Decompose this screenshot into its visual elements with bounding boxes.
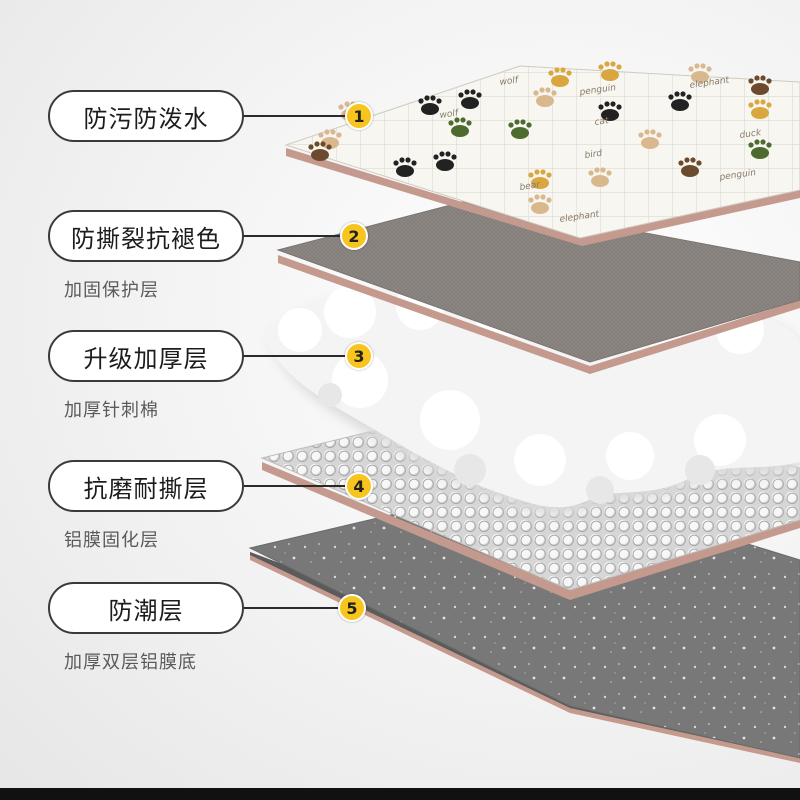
- layer-2-number-badge: 2: [340, 222, 368, 250]
- print-word: wolf: [499, 75, 521, 88]
- print-word: cat: [594, 116, 610, 128]
- paw-print: [598, 101, 622, 121]
- layer-4-leader-line: [244, 485, 345, 487]
- layer-2-subtitle: 加固保护层: [64, 280, 159, 301]
- layer-1-number-badge: 1: [345, 102, 373, 130]
- paw-print: [508, 119, 532, 139]
- layer-3-title: 升级加厚层: [83, 344, 209, 373]
- layer-4-title: 抗磨耐撕层: [83, 474, 209, 503]
- paw-print: [318, 129, 342, 149]
- print-word: bear: [519, 180, 542, 193]
- paw-print: [748, 99, 772, 119]
- paw-print: [308, 141, 332, 161]
- layer-5-leader-line: [244, 607, 338, 609]
- paw-print: [548, 67, 572, 87]
- layer-1-leader-line: [244, 115, 345, 117]
- layer-3-subtitle: 加厚针刺棉: [64, 400, 159, 421]
- layer-4-number-badge: 4: [345, 472, 373, 500]
- layer-5-title: 防潮层: [108, 596, 184, 625]
- layer-5-number-badge: 5: [338, 594, 366, 622]
- print-word: wolf: [439, 108, 461, 121]
- paw-print: [638, 129, 662, 149]
- layer-5-title-pill: 防潮层: [48, 582, 244, 634]
- layer-2-leader-line: [244, 235, 340, 237]
- paw-print: [458, 89, 482, 109]
- paw-print: [748, 75, 772, 95]
- layer-3-title-pill: 升级加厚层: [48, 330, 244, 382]
- paw-print: [528, 194, 552, 214]
- layer-1-title-pill: 防污防泼水: [48, 90, 244, 142]
- layer-2-fabric: [276, 199, 800, 374]
- paw-print: [748, 139, 772, 159]
- layer-2-title-pill: 防撕裂抗褪色: [48, 210, 244, 262]
- layer-5-bottom: [248, 479, 800, 763]
- layer-4-subtitle: 铝膜固化层: [64, 530, 159, 551]
- paw-print: [588, 167, 612, 187]
- paw-print: [418, 95, 442, 115]
- paw-print: [678, 157, 702, 177]
- layer-3-number-badge: 3: [345, 342, 373, 370]
- layer-5-subtitle: 加厚双层铝膜底: [64, 652, 197, 673]
- paw-print: [688, 63, 712, 83]
- layer-3-leader-line: [244, 355, 345, 357]
- paw-print: [528, 169, 552, 189]
- paw-print: [433, 151, 457, 171]
- paw-print: [448, 117, 472, 137]
- paw-print: [598, 61, 622, 81]
- bottom-bar: [0, 788, 800, 800]
- paw-print: [668, 91, 692, 111]
- print-word: duck: [739, 128, 763, 141]
- layer-1-title: 防污防泼水: [83, 104, 209, 133]
- layer-4-title-pill: 抗磨耐撕层: [48, 460, 244, 512]
- layer-2-title: 防撕裂抗褪色: [71, 224, 221, 253]
- paw-print: [533, 87, 557, 107]
- print-word: bird: [584, 149, 603, 161]
- paw-print: [393, 157, 417, 177]
